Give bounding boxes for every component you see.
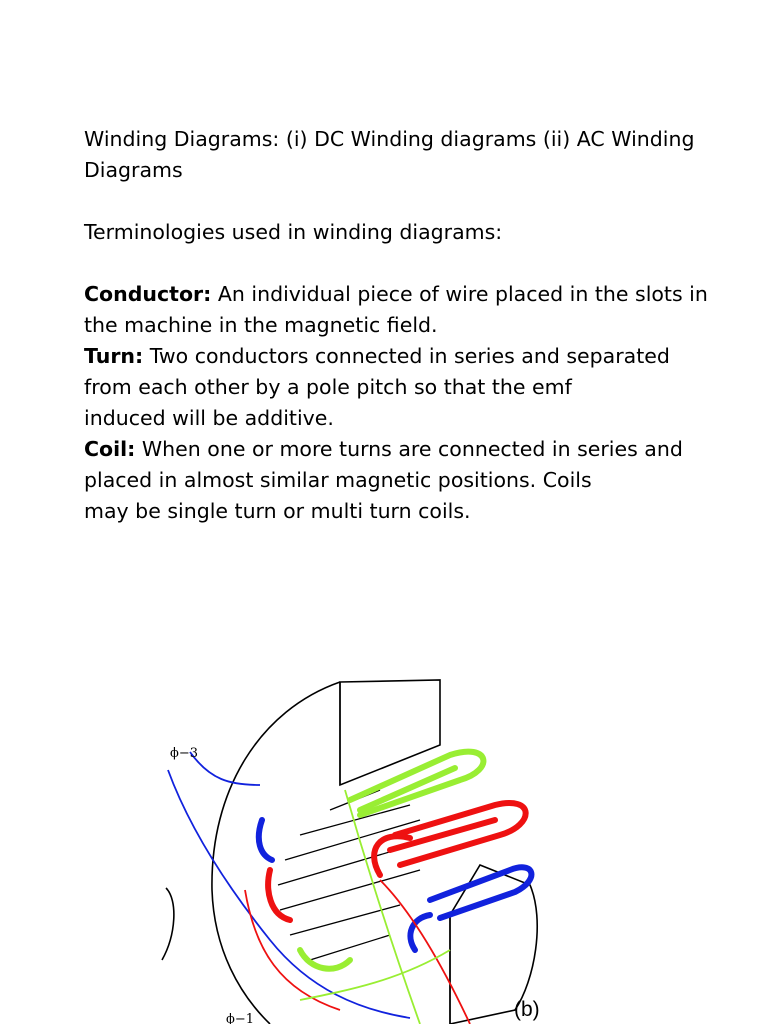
blue-phase-coil bbox=[255, 817, 535, 953]
stator-winding-drawing bbox=[161, 679, 539, 1024]
term-conductor: Conductor: bbox=[84, 282, 212, 306]
definition-coil-line-3: may be single turn or multi turn coils. bbox=[84, 499, 471, 523]
definition-turn-line-1: Two conductors connected in series and s… bbox=[143, 344, 670, 368]
stator-slots bbox=[277, 789, 431, 961]
text-block: Winding Diagrams: (i) DC Winding diagram… bbox=[84, 124, 724, 527]
stator-outer-arc bbox=[211, 681, 341, 1024]
definition-conductor-line-1: An individual piece of wire placed in th… bbox=[211, 282, 708, 306]
definition-conductor: Conductor: An individual piece of wire p… bbox=[84, 279, 724, 310]
lead-wires bbox=[167, 751, 471, 1024]
definition-coil-line-2: placed in almost similar magnetic positi… bbox=[84, 468, 592, 492]
phase-3-label: ϕ−3 bbox=[170, 746, 199, 761]
left-bracket bbox=[161, 887, 175, 961]
definition-turn-line-2: from each other by a pole pitch so that … bbox=[84, 375, 572, 399]
heading-line-1: Winding Diagrams: (i) DC Winding diagram… bbox=[84, 127, 695, 151]
red-phase-coil bbox=[265, 800, 529, 923]
definition-coil: Coil: When one or more turns are connect… bbox=[84, 434, 724, 465]
definition-turn: Turn: Two conductors connected in series… bbox=[84, 341, 724, 372]
definition-conductor-line-2: the machine in the magnetic field. bbox=[84, 313, 438, 337]
definition-coil-line-1: When one or more turns are connected in … bbox=[135, 437, 683, 461]
definition-turn-line-3: induced will be additive. bbox=[84, 406, 334, 430]
term-coil: Coil: bbox=[84, 437, 136, 461]
winding-figure: ϕ−3 ϕ−1 (b) bbox=[150, 660, 600, 1024]
intro-text: Terminologies used in winding diagrams: bbox=[84, 220, 503, 244]
heading-line-2: Diagrams bbox=[84, 158, 183, 182]
figure-panel-label: (b) bbox=[514, 998, 540, 1021]
phase-1-label: ϕ−1 bbox=[226, 1012, 255, 1024]
term-turn: Turn: bbox=[84, 344, 144, 368]
green-phase-coil bbox=[297, 748, 487, 972]
